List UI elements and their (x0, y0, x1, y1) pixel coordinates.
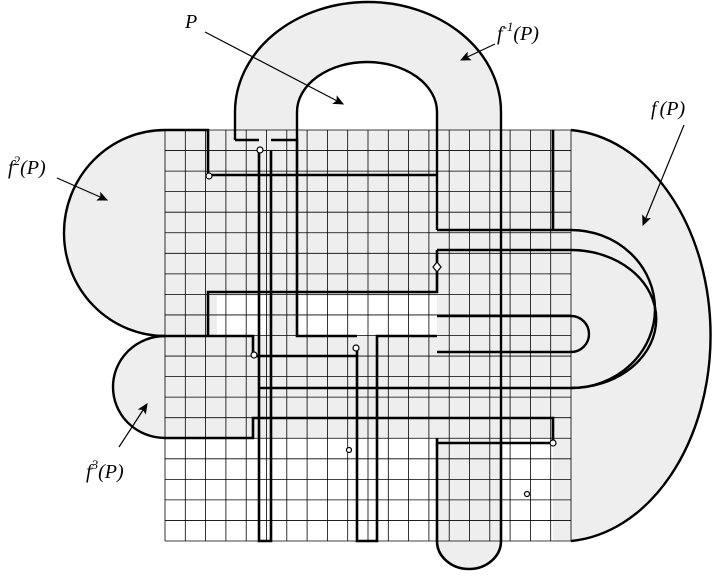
outline-bottom-stem (435, 438, 503, 571)
arrow-f2 (56, 177, 109, 201)
bold-outlines (62, 0, 712, 571)
label-f-p: f(P) (651, 99, 685, 119)
marker-points (205, 146, 557, 498)
label-f2-arg: (P) (20, 157, 46, 179)
region-f2-p (64, 130, 165, 336)
label-f2-p: f2(P) (8, 154, 46, 178)
arrow-f3 (118, 402, 148, 448)
outline-f-p (570, 128, 712, 543)
label-arrows (56, 31, 685, 448)
label-f-inverse-base: f (497, 23, 503, 45)
label-p-text: P (185, 11, 198, 33)
marker-diamond (432, 261, 442, 273)
marker-point (352, 344, 360, 352)
outline-f-inverse-outer (233, 0, 503, 438)
label-f3-exponent: 3 (91, 457, 99, 472)
region-f3-p (113, 336, 165, 438)
arrow-f-inverse (459, 43, 496, 61)
outline-p-inner-arch (295, 60, 439, 230)
label-f2-base: f (8, 157, 14, 179)
outline-stair-low (165, 334, 357, 358)
marker-point (250, 351, 258, 359)
marker-point (256, 146, 264, 154)
outline-stair-bottom (165, 416, 555, 443)
hole-2 (297, 296, 437, 336)
label-f2-exponent: 2 (13, 153, 21, 168)
outline-stair-top (165, 128, 437, 177)
arrow-p (204, 31, 345, 105)
label-f-inverse-arg: (P) (513, 23, 539, 45)
shaded-regions (64, 2, 711, 569)
outline-f2-p (62, 128, 166, 338)
marker-point (523, 490, 531, 498)
label-f3-arg: (P) (98, 461, 124, 483)
outline-stem-2 (271, 138, 357, 338)
label-f-inverse-p: f-1(P) (497, 20, 539, 44)
label-f-base: f (651, 98, 657, 120)
outline-f3-p (111, 334, 166, 440)
arrow-f (642, 124, 685, 227)
marker-point (345, 446, 353, 454)
marker-point (205, 172, 213, 180)
outline-stem-1 (257, 150, 273, 543)
region-f-p (553, 130, 711, 541)
region-lower-stem (437, 438, 501, 569)
label-f-inverse-exponent: -1 (502, 19, 514, 34)
outline-u-inner (437, 314, 591, 354)
marker-point (549, 439, 557, 447)
outline-stem-3 (355, 334, 437, 543)
label-f-arg: (P) (659, 98, 686, 120)
outline-u-middle (437, 248, 658, 390)
label-p: P (185, 12, 197, 32)
label-f3-p: f3(P) (86, 458, 124, 482)
label-f3-base: f (86, 461, 92, 483)
